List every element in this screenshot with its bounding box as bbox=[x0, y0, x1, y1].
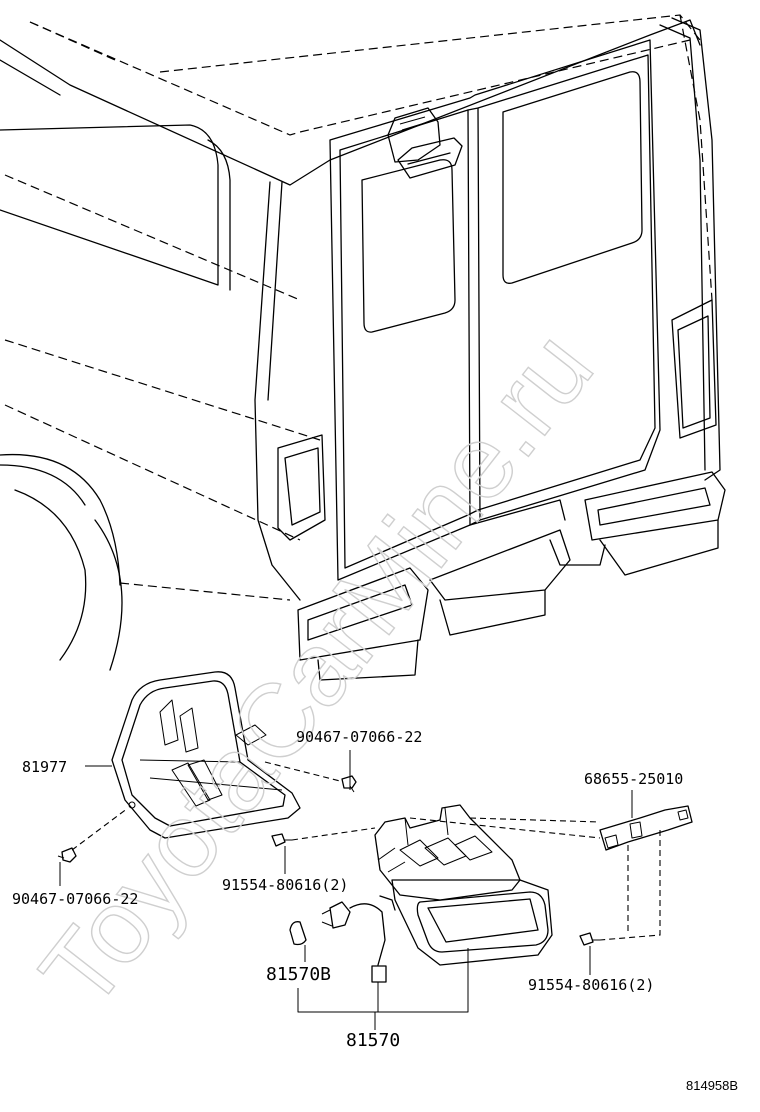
bracket-part bbox=[599, 805, 693, 851]
label-clip-upper: 90467-07066-22 bbox=[296, 728, 422, 746]
vehicle-rear-body bbox=[0, 14, 726, 681]
label-lamp-81570: 81570 bbox=[346, 1030, 400, 1051]
high-mount-lamp-part bbox=[374, 804, 553, 966]
screw-right-part bbox=[579, 932, 600, 946]
bulb-socket-part bbox=[289, 895, 396, 983]
label-clip-lower: 90467-07066-22 bbox=[12, 890, 138, 908]
label-screw-left: 91554-80616(2) bbox=[222, 876, 348, 894]
label-cover-81977: 81977 bbox=[22, 758, 67, 776]
label-bracket: 68655-25010 bbox=[584, 770, 683, 788]
leader-lines bbox=[59, 750, 633, 1030]
label-bulb-81570b: 81570B bbox=[266, 964, 331, 985]
diagram-number: 814958B bbox=[686, 1078, 738, 1093]
screw-left-part bbox=[271, 833, 292, 847]
clip-lower-part bbox=[57, 807, 129, 863]
watermark-text: ToyotaCarMine.ru bbox=[19, 311, 616, 1029]
lamp-cover-part bbox=[111, 671, 301, 839]
label-screw-right: 91554-80616(2) bbox=[528, 976, 654, 994]
